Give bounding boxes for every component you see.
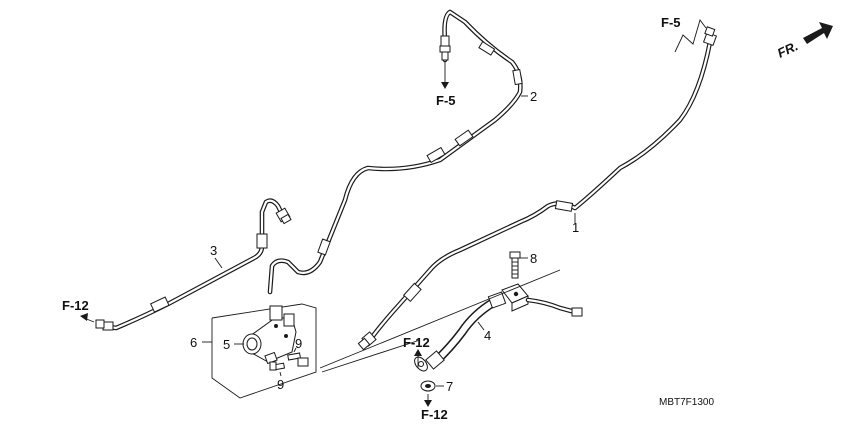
f12-left-arrowhead — [80, 313, 88, 321]
brake-pipe-1 — [367, 39, 713, 343]
hose-4-upper-fitting — [487, 291, 507, 309]
f5-right-pointer — [674, 19, 707, 53]
pipe-2-clamp — [317, 238, 331, 256]
pipe-3-clamp — [149, 296, 170, 313]
pipe-2-clamp — [512, 69, 523, 86]
pipe-3-left-fitting — [95, 319, 114, 331]
callout-8: 8 — [530, 251, 537, 266]
brake-pipe-2 — [267, 9, 523, 295]
callout-6: 6 — [190, 335, 197, 350]
ref-f5-top: F-5 — [436, 93, 456, 108]
pipe-1-clamp — [554, 200, 574, 212]
callout-2: 2 — [530, 89, 537, 104]
valve-assembly-frame — [211, 303, 317, 399]
perspective-line — [319, 269, 561, 369]
pipe-3-clamp — [256, 233, 268, 249]
pipe-2-top-fitting — [439, 35, 451, 61]
ref-f12-left: F-12 — [62, 298, 89, 313]
pipe-3-upper-fitting — [275, 207, 292, 225]
callout-9a: 9 — [295, 336, 302, 351]
pipe-1-top-fitting — [702, 26, 718, 47]
front-direction-marker: FR. — [775, 22, 833, 61]
f12-bottom-arrowhead — [424, 400, 432, 407]
ref-f12-mid: F-12 — [403, 335, 430, 350]
pipe-2-clamp — [426, 146, 446, 164]
ref-f12-bottom: F-12 — [421, 407, 448, 422]
leader-4 — [477, 321, 485, 331]
f5-top-arrowhead — [441, 82, 449, 89]
bolt-9-lower — [269, 361, 286, 371]
leader-9a — [293, 347, 297, 353]
bolt-8 — [509, 251, 521, 279]
leader-9b — [279, 371, 282, 377]
pipe-1-clamp — [402, 282, 422, 302]
hose-joint-block — [501, 283, 529, 312]
f12-mid-arrowhead — [414, 349, 422, 356]
callout-3: 3 — [210, 243, 217, 258]
joint-connector-pipe — [525, 297, 583, 317]
brake-pipe-3 — [101, 198, 285, 331]
front-arrow-icon — [803, 22, 833, 44]
ref-f5-right: F-5 — [661, 15, 681, 30]
callout-7: 7 — [446, 379, 453, 394]
perspective-line — [321, 339, 421, 373]
callout-1: 1 — [572, 220, 579, 235]
pipe-2-clamp — [454, 129, 474, 147]
leader-3 — [214, 257, 223, 269]
callout-5: 5 — [223, 337, 230, 352]
callout-4: 4 — [484, 328, 491, 343]
callout-9b: 9 — [277, 377, 284, 392]
diagram-code: MBT7F1300 — [659, 397, 714, 408]
pipe-1-bottom-fitting — [357, 331, 377, 351]
brake-hose-4 — [430, 297, 499, 367]
front-marker-label: FR. — [775, 38, 800, 60]
bolt-9-upper — [287, 352, 309, 367]
sealing-washer-7 — [420, 380, 436, 392]
proportioning-valve-5 — [242, 305, 297, 365]
pipe-2-clamp — [478, 41, 496, 56]
